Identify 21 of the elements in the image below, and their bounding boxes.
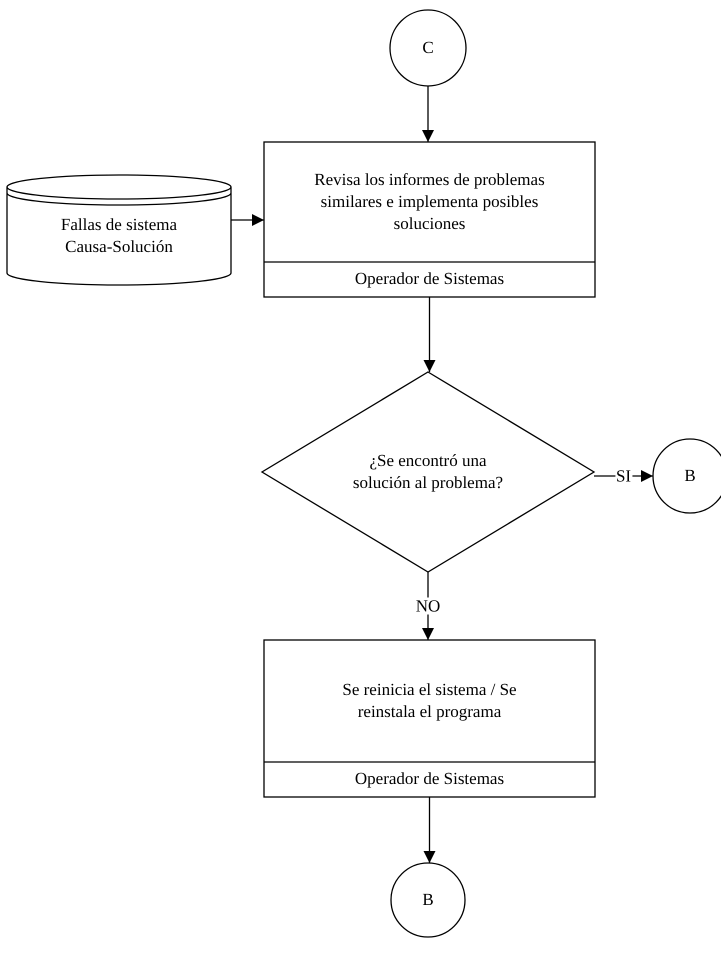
connector-letter: C: [422, 36, 434, 59]
node-text: Fallas de sistema Causa-Solución: [60, 214, 178, 258]
edge-label: SI: [614, 468, 632, 484]
process-box: [264, 640, 595, 797]
node-text: Se reinicia el sistema / Se reinstala el programa: [341, 678, 518, 723]
connector-circle: [391, 863, 465, 937]
database-cylinder: [7, 175, 231, 285]
process-box: [264, 142, 595, 297]
connector-circle: [390, 10, 466, 86]
edge-label: NO: [414, 598, 442, 614]
arrow: [422, 86, 434, 142]
connector-letter: B: [422, 888, 434, 911]
node-text: Revisa los informes de problemas similares e implementa posibles soluciones: [313, 168, 546, 236]
decision-diamond: [262, 372, 594, 572]
role-label: Operador de Sistemas: [354, 268, 504, 290]
arrow: [424, 297, 436, 372]
node-text: ¿Se encontró una solución al problema?: [352, 450, 504, 494]
connector-letter: B: [684, 464, 696, 487]
arrow: [231, 214, 264, 226]
role-label: Operador de Sistemas: [354, 768, 504, 790]
arrow: [424, 797, 436, 863]
